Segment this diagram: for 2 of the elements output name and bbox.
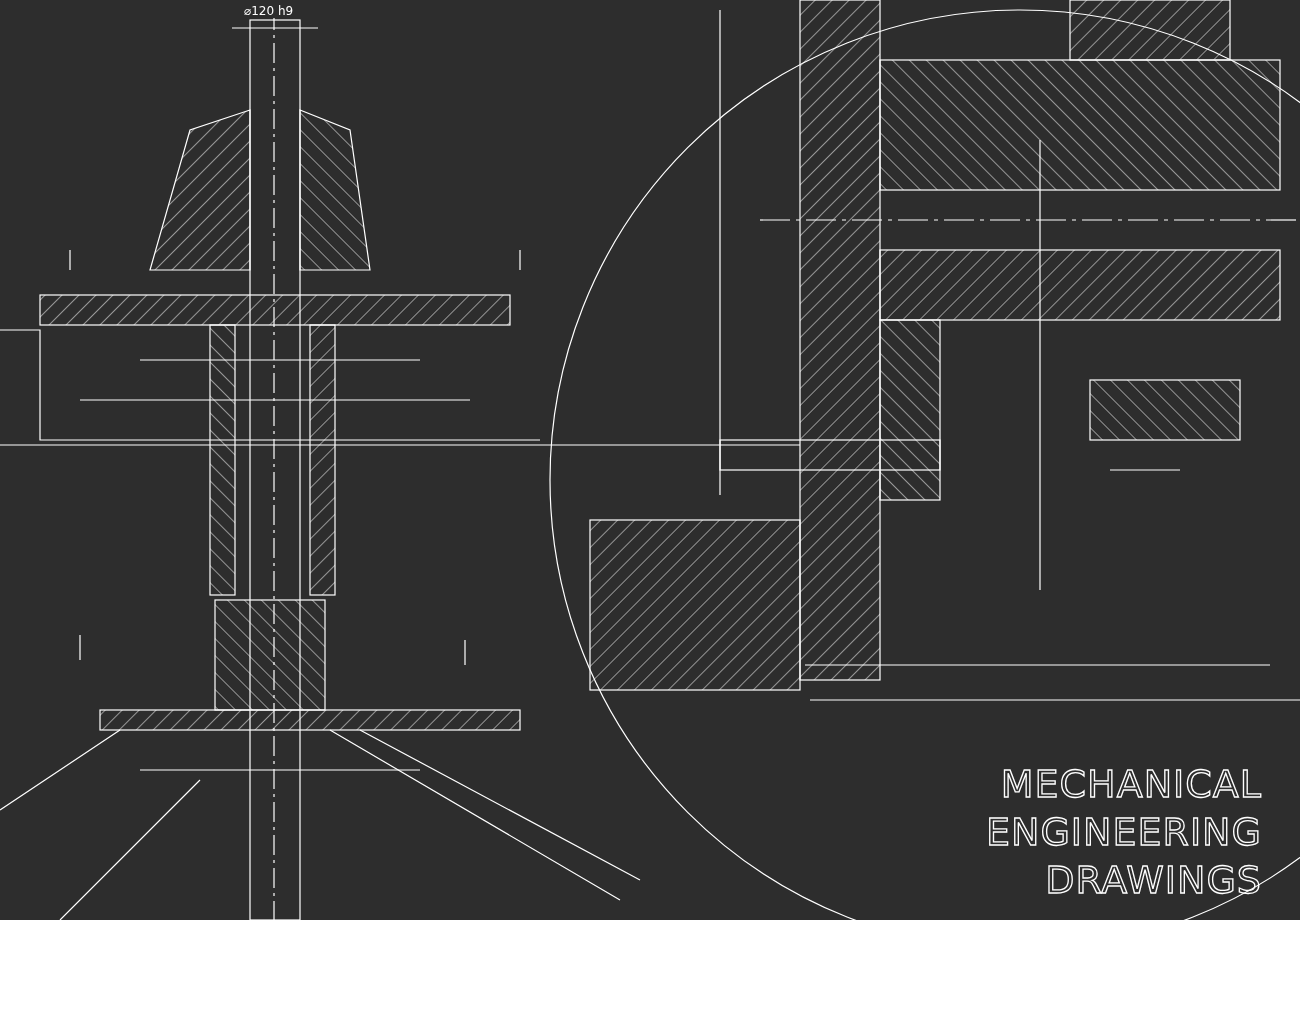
title: MECHANICAL ENGINEERING DRAWINGS xyxy=(984,761,1262,904)
dimension-label: ⌀120 h9 xyxy=(242,4,296,18)
